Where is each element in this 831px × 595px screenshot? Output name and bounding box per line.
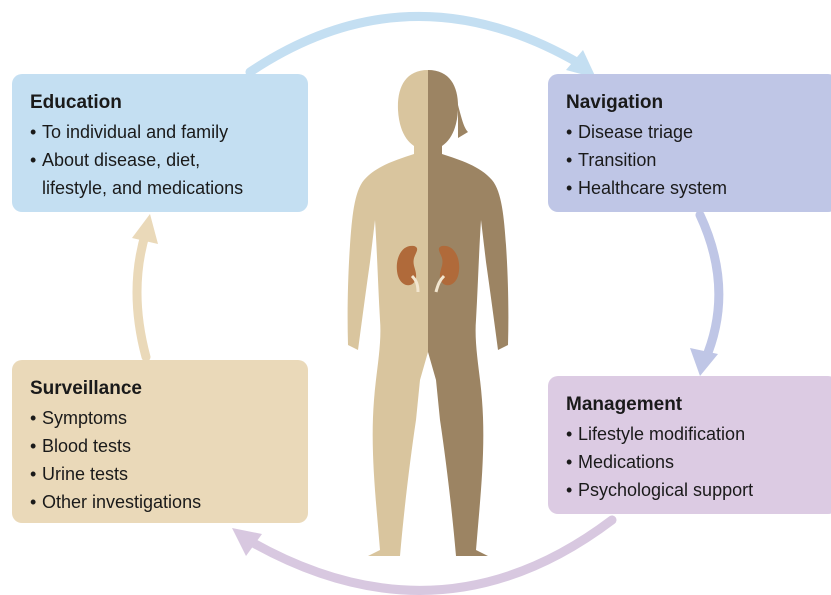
surveillance-box: Surveillance Symptoms Blood tests Urine … [12,360,308,523]
arrow-education-to-navigation [245,12,585,77]
arrow-head-top [566,50,596,78]
education-title: Education [30,92,122,113]
surveillance-list: Symptoms Blood tests Urine tests Other i… [30,404,308,516]
list-item: Urine tests [30,460,308,488]
arrow-navigation-to-management [695,210,724,365]
list-item: To individual and family [30,118,308,146]
arrow-head-right [690,348,718,376]
list-item: Transition [566,146,831,174]
navigation-box: Navigation Disease triage Transition Hea… [548,74,831,212]
list-item: Lifestyle modification [566,420,831,448]
surveillance-title: Surveillance [30,378,142,399]
navigation-list: Disease triage Transition Healthcare sys… [566,118,831,202]
list-item: Medications [566,448,831,476]
list-item-continuation: lifestyle, and medications [42,178,244,198]
list-item: Disease triage [566,118,831,146]
navigation-title: Navigation [566,92,664,113]
management-title: Management [566,394,683,415]
education-list: To individual and family About disease, … [30,118,308,202]
kidneys-icon [396,245,460,293]
arrow-surveillance-to-education [132,227,151,362]
arrow-head-bottom [232,528,262,556]
list-item: Healthcare system [566,174,831,202]
list-item: Symptoms [30,404,308,432]
arrow-head-left [132,214,158,244]
human-body-silhouette-icon [347,70,509,556]
list-item: Psychological support [566,476,831,504]
management-list: Lifestyle modification Medications Psych… [566,420,831,504]
education-box: Education To individual and family About… [12,74,308,212]
cycle-arrows [132,12,724,595]
list-item: Other investigations [30,488,308,516]
list-item: About disease, diet, [30,146,308,174]
management-box: Management Lifestyle modification Medica… [548,376,831,514]
list-item: Blood tests [30,432,308,460]
arrow-management-to-surveillance [243,515,617,595]
